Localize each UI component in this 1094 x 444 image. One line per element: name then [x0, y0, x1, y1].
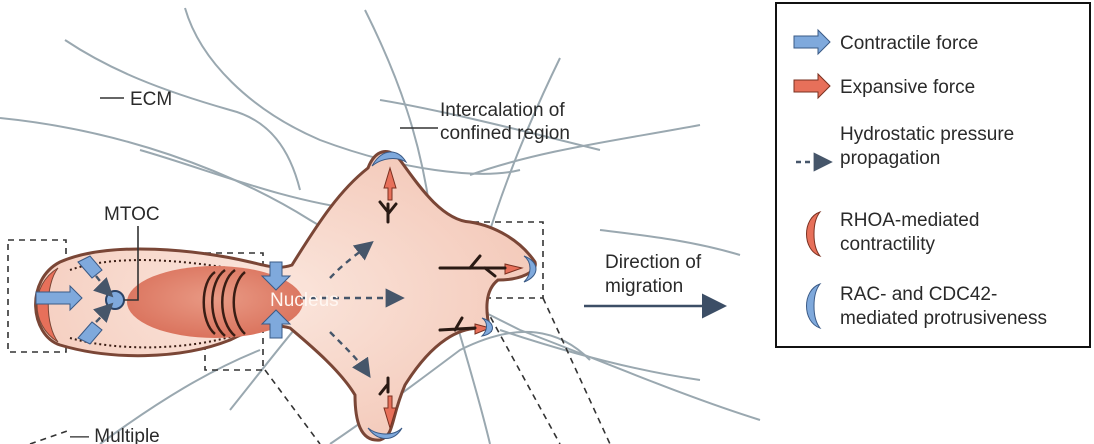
legend-label: RHOA-mediated [840, 210, 979, 231]
legend-label: propagation [840, 148, 940, 169]
legend-label: Expansive force [840, 77, 975, 98]
legend-label: mediated protrusiveness [840, 308, 1047, 329]
legend-label: Hydrostatic pressure [840, 124, 1014, 145]
nucleus-label: Nucleus [270, 290, 339, 311]
legend-item-expansive: Expansive force [794, 74, 975, 98]
cutoff-label: — Multiple [70, 426, 160, 444]
legend-item-contractile: Contractile force [794, 30, 978, 54]
ecm-label: ECM [130, 89, 172, 110]
direction-label-line2: migration [605, 276, 683, 297]
legend-label: Contractile force [840, 33, 978, 54]
mtoc-label: MTOC [104, 204, 160, 225]
intercalation-label-line2: confined region [440, 123, 570, 144]
intercalation-label-line1: Intercalation of [440, 100, 565, 121]
legend-label: RAC- and CDC42- [840, 284, 997, 305]
legend: Contractile force Expansive force Hydros… [776, 3, 1090, 347]
legend-label: contractility [840, 234, 936, 255]
mtoc-centrosome [106, 291, 124, 309]
direction-label-line1: Direction of [605, 252, 702, 273]
